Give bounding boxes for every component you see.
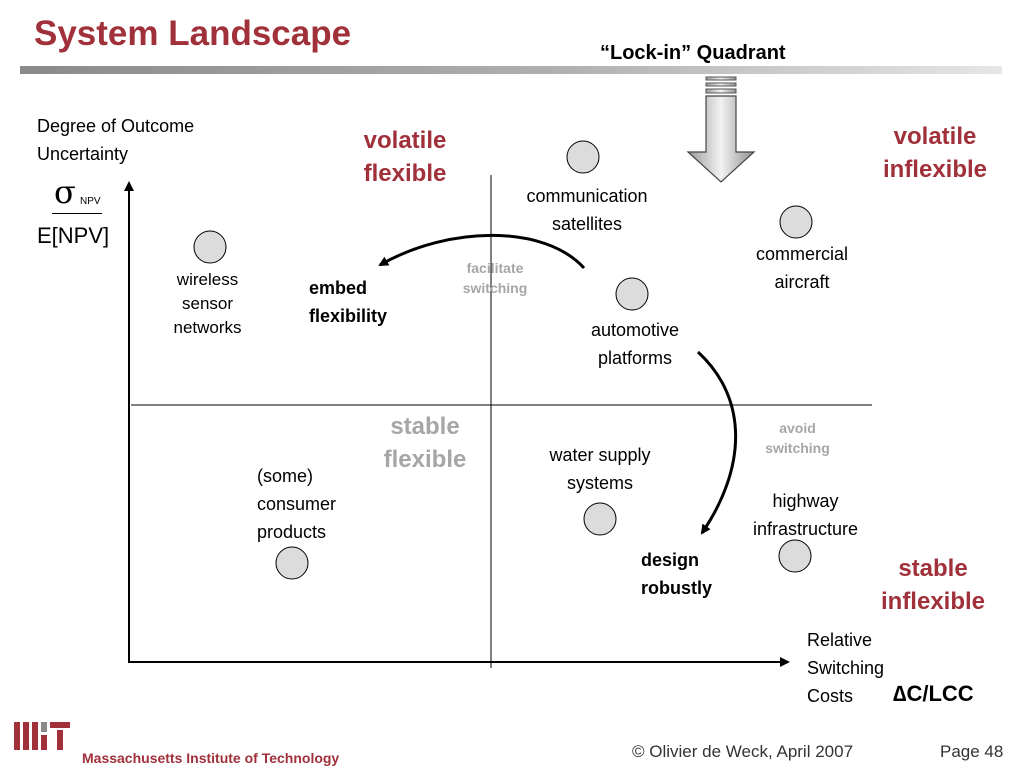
circle-communication-satellites bbox=[566, 140, 600, 174]
x-axis-label: Relative Switching Costs bbox=[807, 626, 917, 710]
quadrant-stable-inflexible: stable inflexible bbox=[880, 555, 986, 615]
sigma-symbol: σ bbox=[54, 173, 76, 211]
y-axis-label-line2: Uncertainty bbox=[37, 144, 129, 164]
x-axis-label-line2: Switching bbox=[807, 658, 885, 678]
label-avoid-switching: avoid switching bbox=[765, 420, 830, 456]
circle-commercial-aircraft bbox=[779, 205, 813, 239]
label-consumer-products: (some) consumer products bbox=[257, 466, 337, 542]
circle-highway-infrastructure bbox=[778, 539, 812, 573]
page-number: Page 48 bbox=[940, 742, 1004, 761]
label-facilitate-switching: facilitate switching bbox=[462, 260, 528, 296]
copyright-text: © Olivier de Weck, April 2007 bbox=[632, 742, 854, 761]
lockin-down-arrow bbox=[686, 76, 756, 183]
x-axis-label-line3: Costs bbox=[807, 686, 854, 706]
label-highway-infrastructure: highway infrastructure bbox=[752, 491, 859, 539]
x-axis-label-line1: Relative bbox=[807, 630, 873, 650]
circle-wireless-sensor-networks bbox=[193, 230, 227, 264]
quadrant-volatile-inflexible: volatile inflexible bbox=[882, 123, 988, 183]
slide-title: System Landscape bbox=[34, 14, 352, 53]
fraction-line bbox=[52, 213, 102, 214]
y-axis-label: Degree of Outcome Uncertainty bbox=[37, 112, 257, 168]
label-automotive-platforms: automotive platforms bbox=[590, 320, 680, 368]
circle-automotive-platforms bbox=[615, 277, 649, 311]
delta-c-lcc-label: ∆C/LCC bbox=[893, 681, 974, 706]
label-water-supply-systems: water supply systems bbox=[549, 445, 651, 493]
quadrant-stable-flexible: stable flexible bbox=[383, 413, 467, 473]
expected-npv-label: E[NPV] bbox=[37, 223, 110, 248]
sigma-subscript: NPV bbox=[80, 196, 101, 207]
circle-water-supply-systems bbox=[583, 502, 617, 536]
avoid-switching-arrow bbox=[696, 350, 737, 535]
mit-logo-icon bbox=[14, 722, 70, 750]
facilitate-switching-arrow bbox=[378, 233, 586, 270]
quadrant-volatile-flexible: volatile flexible bbox=[363, 127, 447, 187]
y-axis-label-line1: Degree of Outcome bbox=[37, 116, 195, 136]
title-underline-bar bbox=[20, 66, 1002, 74]
label-embed-flexibility: embed flexibility bbox=[309, 278, 388, 326]
institution-name: Massachusetts Institute of Technology bbox=[82, 750, 340, 766]
circle-consumer-products bbox=[275, 546, 309, 580]
label-wireless-sensor-networks: wireless sensor networks bbox=[173, 270, 242, 337]
label-commercial-aircraft: commercial aircraft bbox=[755, 244, 848, 292]
lockin-quadrant-label: “Lock-in” Quadrant bbox=[600, 42, 786, 64]
label-design-robustly: design robustly bbox=[641, 550, 713, 598]
label-communication-satellites: communication satellites bbox=[526, 186, 648, 234]
